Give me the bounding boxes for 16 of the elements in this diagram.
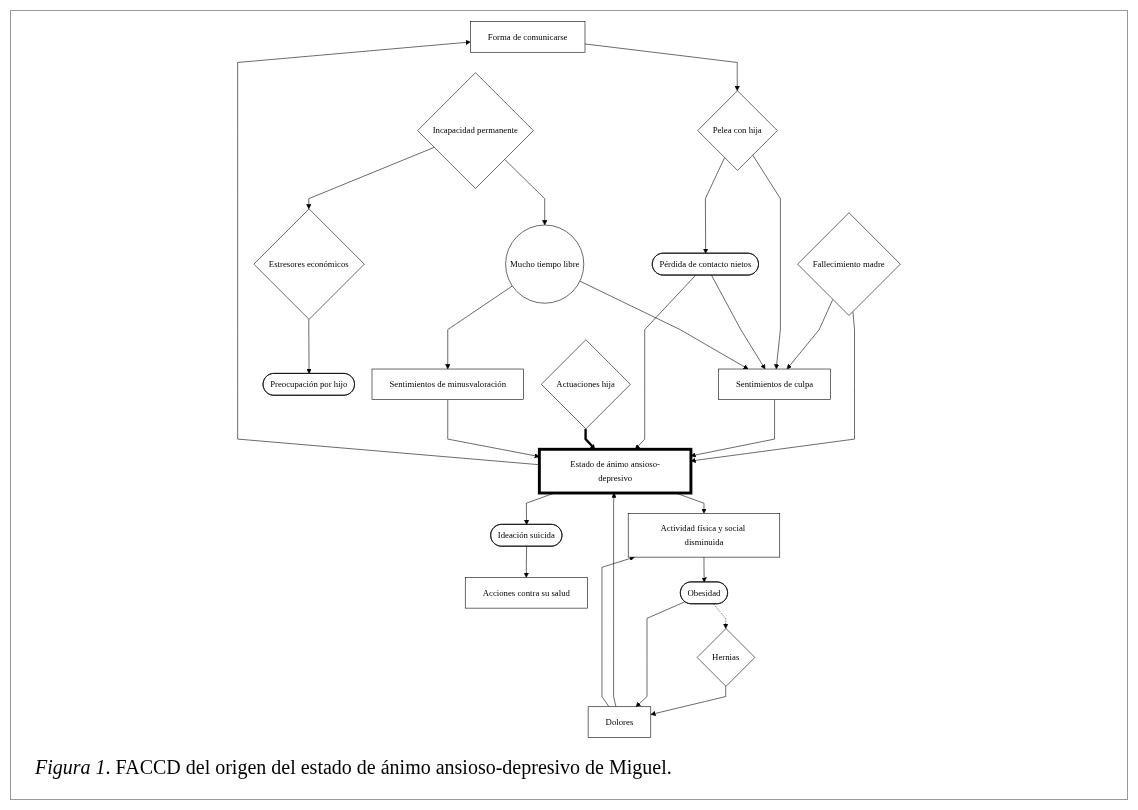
node-diamond: Pelea con hija (697, 90, 778, 171)
node-box: Forma de comunicarse (470, 21, 586, 53)
node-box: Estado de ánimo ansioso-depresivo (537, 447, 693, 495)
node-box: Dolores (587, 706, 652, 738)
node-diamond: Incapacidad permanente (417, 72, 534, 189)
node-box: Sentimientos de culpa (718, 368, 831, 400)
figure-caption: Figura 1. FACCD del origen del estado de ánimo ansioso-depresivo de Miguel. (34, 755, 673, 781)
node-box: Actividad física y social disminuida (627, 513, 781, 558)
node-diamond: Hernias (696, 628, 756, 687)
node-box: Acciones contra su salud (464, 577, 588, 609)
arrow (584, 428, 596, 450)
node-diamond: Fallecimiento madre (797, 212, 901, 316)
node-box: Sentimientos de minusvaloración (371, 368, 524, 400)
node-diamond: Estresores económicos (253, 208, 365, 320)
node-diamond: Actuaciones hija (541, 339, 631, 430)
node-circle: Mucho tiempo libre (505, 224, 585, 304)
